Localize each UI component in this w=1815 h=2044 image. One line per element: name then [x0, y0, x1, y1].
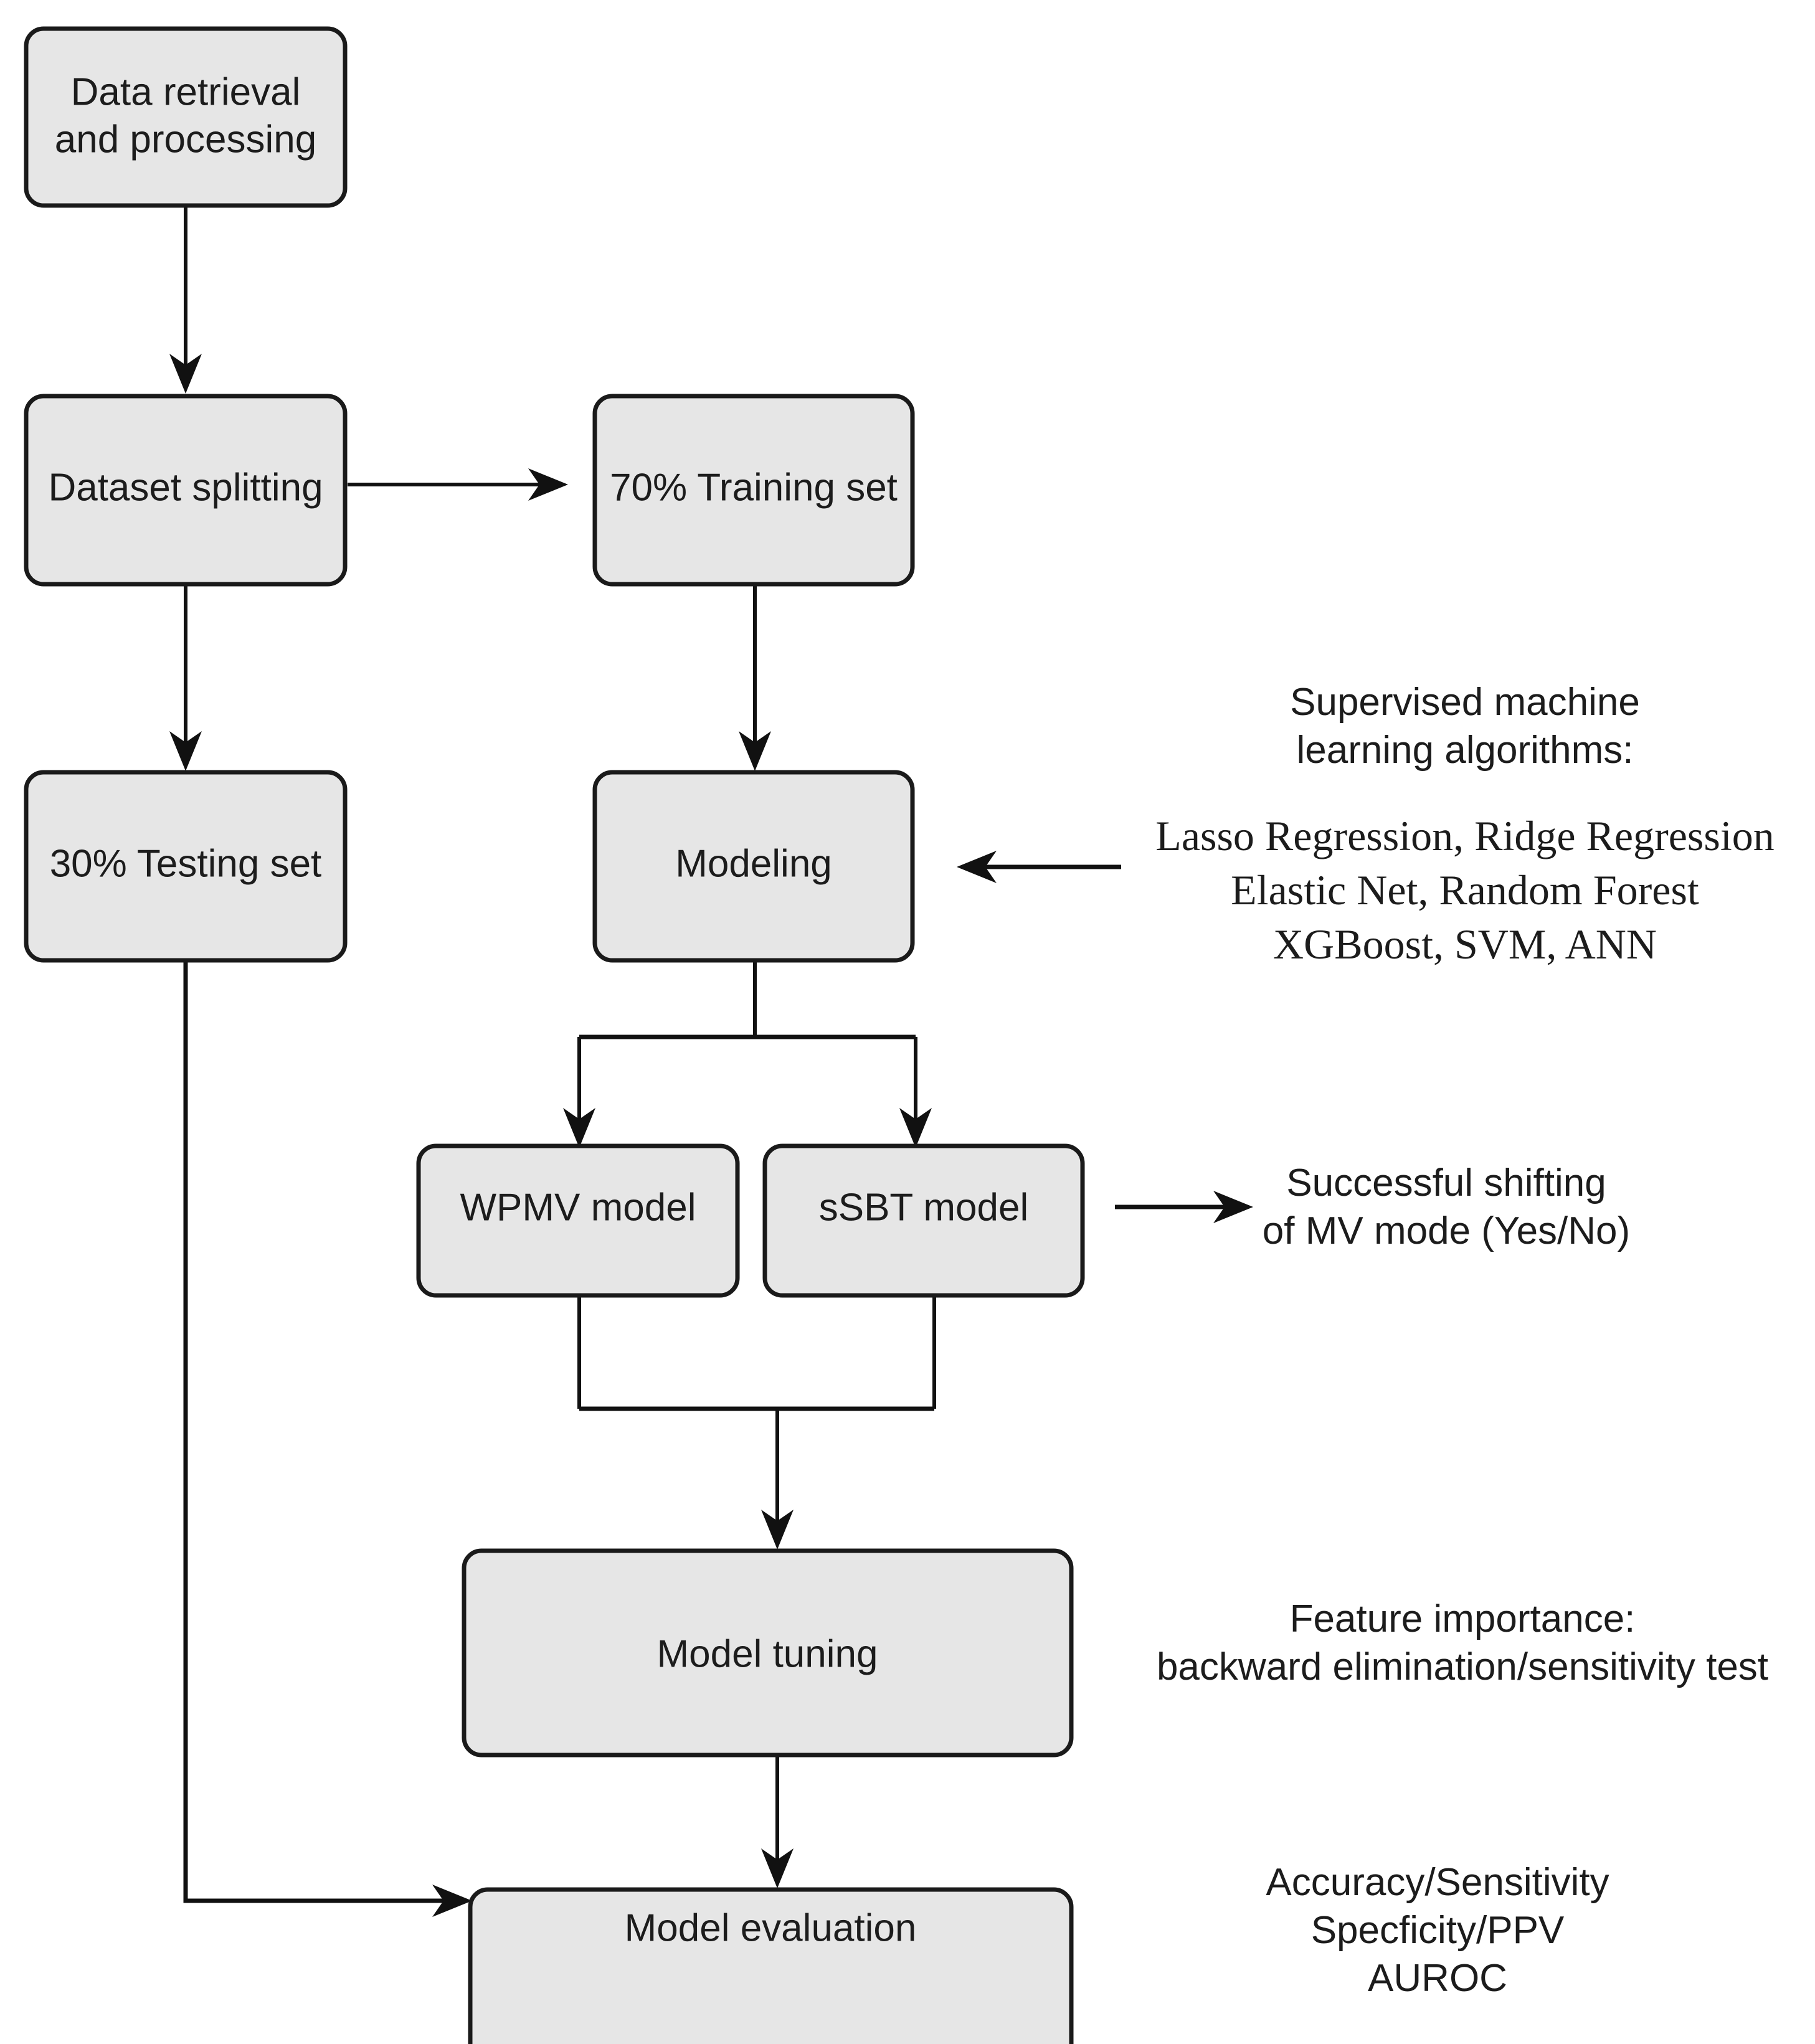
node-modeling-label: Modeling	[675, 842, 832, 885]
node-testing-set-label: 30% Testing set	[50, 842, 322, 885]
annotation-outcome: Successful shifting of MV mode (Yes/No)	[1263, 1162, 1630, 1252]
node-data-retrieval[interactable]: Data retrieval and processing	[24, 26, 348, 208]
node-wpmv-model[interactable]: WPMV model	[416, 1143, 740, 1298]
edge-testing-set-to-model-evaluation	[183, 959, 472, 1917]
annotation-metrics-line2: Specficity/PPV	[1311, 1909, 1565, 1952]
node-data-retrieval-box[interactable]	[24, 26, 348, 208]
annotation-feature-importance: Feature importance: backward elimination…	[1157, 1597, 1768, 1688]
node-model-evaluation-label: Model evaluation	[625, 1906, 917, 1949]
annotation-algorithms-heading-line2: learning algorithms:	[1296, 729, 1633, 772]
edge-algorithms-to-modeling	[957, 851, 1121, 883]
annotation-metrics-line3: AUROC	[1368, 1957, 1507, 2000]
node-model-tuning[interactable]: Model tuning	[462, 1548, 1074, 1758]
edge-models-to-model-tuning	[577, 1294, 936, 1550]
node-testing-set[interactable]: 30% Testing set	[24, 770, 348, 963]
annotation-algorithms: Supervised machine learning algorithms: …	[1155, 681, 1774, 968]
edge-ssbt-to-outcome-annotation	[1115, 1191, 1253, 1223]
annotation-algorithms-list-line2: Elastic Net, Random Forest	[1231, 866, 1699, 914]
node-training-set-label: 70% Training set	[610, 466, 898, 509]
annotation-algorithms-heading-line1: Supervised machine	[1290, 681, 1640, 724]
annotation-outcome-line2: of MV mode (Yes/No)	[1263, 1209, 1630, 1252]
edge-data-retrieval-to-dataset-splitting	[169, 206, 202, 394]
node-testing-set-box[interactable]	[24, 770, 348, 963]
node-model-evaluation[interactable]: Model evaluation	[468, 1887, 1074, 2044]
edge-model-tuning-to-model-evaluation	[761, 1755, 794, 1888]
node-ssbt-model-box[interactable]	[762, 1143, 1085, 1298]
node-training-set[interactable]: 70% Training set	[592, 394, 915, 587]
node-dataset-splitting-box[interactable]	[24, 394, 348, 587]
annotation-outcome-line1: Successful shifting	[1286, 1162, 1606, 1204]
node-ssbt-model-label: sSBT model	[819, 1186, 1029, 1229]
node-model-evaluation-box[interactable]	[468, 1887, 1074, 2044]
edge-dataset-splitting-to-testing-set	[169, 584, 202, 771]
edge-training-set-to-modeling	[739, 584, 771, 771]
node-data-retrieval-label-line1: Data retrieval	[71, 70, 301, 113]
node-wpmv-model-label: WPMV model	[460, 1186, 696, 1229]
annotation-feature-importance-line1: Feature importance:	[1290, 1597, 1636, 1640]
node-modeling[interactable]: Modeling	[592, 770, 915, 963]
node-ssbt-model[interactable]: sSBT model	[762, 1143, 1085, 1298]
annotation-algorithms-list-line3: XGBoost, SVM, ANN	[1273, 920, 1657, 968]
edge-modeling-to-model-split	[563, 940, 932, 1148]
node-model-tuning-box[interactable]	[462, 1548, 1074, 1758]
node-model-tuning-label: Model tuning	[656, 1632, 878, 1675]
annotation-algorithms-list-line1: Lasso Regression, Ridge Regression	[1155, 812, 1774, 859]
node-modeling-box[interactable]	[592, 770, 915, 963]
node-training-set-box[interactable]	[592, 394, 915, 587]
edge-dataset-splitting-to-training-set	[348, 468, 568, 501]
node-wpmv-model-box[interactable]	[416, 1143, 740, 1298]
annotation-metrics: Accuracy/Sensitivity Specficity/PPV AURO…	[1266, 1861, 1609, 2000]
node-data-retrieval-label-line2: and processing	[55, 118, 317, 161]
node-dataset-splitting[interactable]: Dataset splitting	[24, 394, 348, 587]
annotation-metrics-line1: Accuracy/Sensitivity	[1266, 1861, 1609, 1904]
annotation-feature-importance-line2: backward elimination/sensitivity test	[1157, 1645, 1768, 1688]
node-dataset-splitting-label: Dataset splitting	[48, 466, 323, 509]
